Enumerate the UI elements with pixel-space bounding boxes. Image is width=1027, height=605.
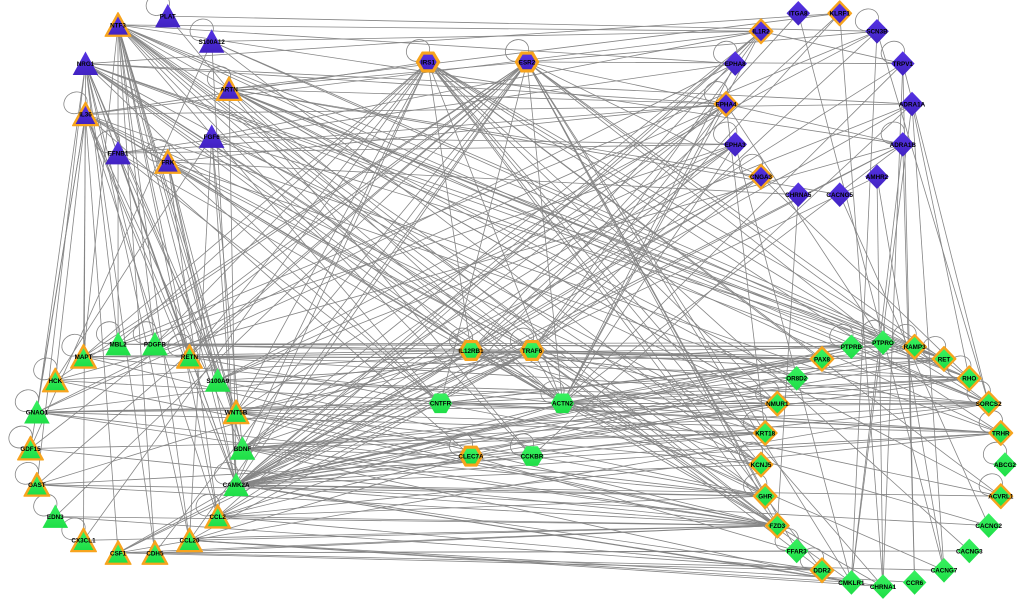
svg-text:PLAT: PLAT	[160, 14, 176, 21]
svg-text:PTPRO: PTPRO	[872, 340, 894, 347]
svg-text:IL12RB1: IL12RB1	[458, 348, 484, 355]
svg-text:GNAO1: GNAO1	[26, 410, 49, 417]
svg-text:EPHA4: EPHA4	[716, 101, 737, 108]
svg-text:IRS1: IRS1	[421, 59, 435, 66]
svg-text:CCKBR: CCKBR	[521, 454, 544, 461]
svg-text:EDN3: EDN3	[47, 514, 64, 521]
svg-text:EPHA8: EPHA8	[725, 61, 746, 68]
svg-text:ADRA1A: ADRA1A	[899, 101, 926, 108]
svg-text:CNTFR: CNTFR	[430, 401, 452, 408]
svg-text:OR8D2: OR8D2	[786, 376, 807, 383]
svg-text:ARTN: ARTN	[220, 86, 238, 93]
svg-text:GAST: GAST	[28, 482, 46, 489]
svg-text:ADRA1B: ADRA1B	[890, 142, 917, 149]
svg-text:ABCG2: ABCG2	[994, 462, 1017, 469]
svg-text:WNT5B: WNT5B	[225, 410, 248, 417]
svg-text:NRG1: NRG1	[77, 61, 95, 68]
svg-text:PTPRB: PTPRB	[841, 344, 863, 351]
svg-text:GHR: GHR	[758, 494, 772, 501]
svg-text:MBL2: MBL2	[110, 342, 128, 349]
svg-text:KRT18: KRT18	[755, 430, 775, 437]
svg-text:AMHR2: AMHR2	[866, 174, 889, 181]
svg-text:MAPT: MAPT	[75, 354, 93, 361]
svg-text:CACNG3: CACNG3	[956, 548, 983, 555]
svg-text:CAMK2A: CAMK2A	[223, 482, 250, 489]
svg-text:CCR6: CCR6	[906, 580, 924, 587]
svg-text:ESR2: ESR2	[519, 59, 536, 66]
svg-text:RETN: RETN	[181, 354, 199, 361]
svg-text:NMUR1: NMUR1	[766, 401, 789, 408]
svg-text:KLRF1: KLRF1	[830, 11, 851, 18]
svg-text:FZD3: FZD3	[769, 523, 785, 530]
svg-text:CACNG7: CACNG7	[931, 568, 958, 575]
svg-text:FRK: FRK	[161, 159, 174, 166]
svg-text:CACNG2: CACNG2	[975, 523, 1002, 530]
svg-text:SCN3B: SCN3B	[866, 29, 888, 36]
svg-text:PDGFB: PDGFB	[144, 342, 166, 349]
svg-text:NTF3: NTF3	[110, 22, 126, 29]
svg-text:TRAF6: TRAF6	[522, 348, 543, 355]
svg-text:FGF6: FGF6	[204, 134, 221, 141]
svg-text:CNGA3: CNGA3	[750, 174, 773, 181]
svg-text:ACVRL1: ACVRL1	[988, 494, 1014, 501]
svg-text:IL36: IL36	[79, 112, 92, 119]
svg-text:FFAR3: FFAR3	[787, 548, 807, 555]
svg-text:EFNB1: EFNB1	[108, 151, 129, 158]
svg-text:CMKLR1: CMKLR1	[838, 580, 865, 587]
svg-text:CHRNA5: CHRNA5	[785, 192, 812, 199]
svg-text:CX3CL1: CX3CL1	[71, 538, 96, 545]
svg-text:RHO: RHO	[962, 376, 976, 383]
svg-text:S100A9: S100A9	[206, 378, 229, 385]
svg-text:RAMP3: RAMP3	[904, 344, 927, 351]
svg-text:HCK: HCK	[48, 378, 62, 385]
svg-text:CCL2: CCL2	[209, 514, 226, 521]
svg-text:KCNJ5: KCNJ5	[751, 462, 772, 469]
svg-text:GDF15: GDF15	[20, 446, 41, 453]
svg-text:RET: RET	[938, 356, 951, 363]
svg-text:CLEC7A: CLEC7A	[458, 454, 484, 461]
svg-text:EPHA3: EPHA3	[725, 142, 746, 149]
svg-text:ITGA8: ITGA8	[789, 11, 808, 18]
svg-text:CACNG5: CACNG5	[826, 192, 853, 199]
svg-text:CDH5: CDH5	[146, 550, 164, 557]
svg-text:BDNF: BDNF	[234, 446, 252, 453]
svg-text:DDR2: DDR2	[813, 568, 831, 575]
svg-text:TRHR: TRHR	[992, 430, 1010, 437]
svg-text:SORCS2: SORCS2	[976, 401, 1002, 408]
svg-text:ACTN2: ACTN2	[552, 401, 573, 408]
svg-text:IL1R2: IL1R2	[752, 29, 770, 36]
svg-text:CSF1: CSF1	[110, 550, 127, 557]
svg-text:S100A12: S100A12	[199, 39, 226, 46]
svg-text:PAX8: PAX8	[814, 356, 830, 363]
svg-text:TRPV1: TRPV1	[893, 61, 914, 68]
svg-text:CCL20: CCL20	[180, 538, 200, 545]
svg-text:CHRNA1: CHRNA1	[870, 584, 897, 591]
